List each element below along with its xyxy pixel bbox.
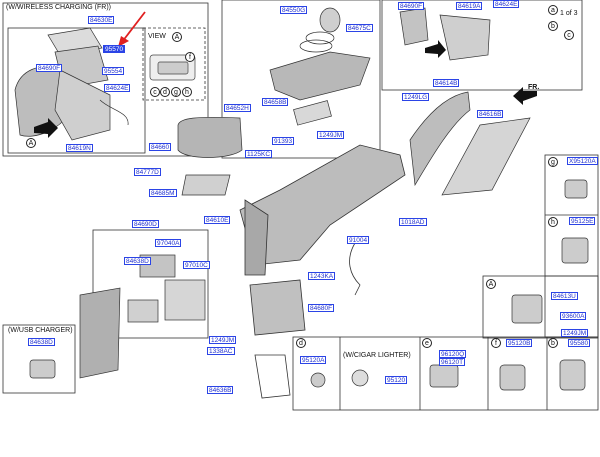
part-label[interactable]: 97040A (155, 239, 182, 247)
part-label[interactable]: 1249LG (402, 93, 430, 101)
part-label[interactable]: 95580 (568, 339, 591, 347)
part-label[interactable]: 84616B (477, 110, 504, 118)
callout-f2: f (491, 338, 501, 348)
part-label[interactable]: 84652H (224, 104, 251, 112)
part-label[interactable]: 84690D (132, 220, 159, 228)
part-label[interactable]: 84658B (262, 98, 289, 106)
front-caption: FR. (528, 84, 540, 91)
part-label[interactable]: 84614B (433, 79, 460, 87)
console-group-frame (92, 229, 209, 339)
part-label[interactable]: 84630E (88, 16, 115, 24)
part-label[interactable]: 93600A (560, 312, 587, 320)
part-label[interactable]: 95125E (569, 217, 596, 225)
part-label[interactable]: 84638D (28, 338, 55, 346)
part-label[interactable]: 84680F (308, 304, 335, 312)
callout-c-right: c (564, 30, 574, 40)
part-label[interactable]: 84624E (493, 0, 520, 8)
part-label[interactable]: 91393 (272, 137, 295, 145)
part-label[interactable]: 95120B (506, 339, 533, 347)
part-label[interactable]: 96120Q (439, 350, 467, 358)
callout-h2: h (548, 217, 558, 227)
part-label[interactable]: 97010C (183, 261, 210, 269)
callout-a2: A (486, 279, 496, 289)
part-label[interactable]: 1338AC (207, 347, 235, 355)
part-label[interactable]: 96120T (439, 358, 466, 366)
callout-c: c (150, 87, 160, 97)
callout-g: g (171, 87, 181, 97)
right-lower-frame (482, 275, 599, 339)
callout-f: f (185, 52, 195, 62)
part-label[interactable]: 1125KC (245, 150, 273, 158)
part-label[interactable]: 95120 (385, 376, 408, 384)
wireless-caption: (W/WIRELESS CHARGING (FR)) (6, 4, 111, 11)
callout-d2: d (296, 338, 306, 348)
cigar-caption: (W/CIGAR LIGHTER) (343, 352, 411, 359)
page-indicator: 1 of 3 (560, 10, 578, 17)
wire-harness (349, 242, 361, 296)
part-label[interactable]: 84613U (551, 292, 578, 300)
part-label[interactable]: 95120A (300, 356, 327, 364)
callout-e: e (422, 338, 432, 348)
part-label[interactable]: 84690F (36, 64, 63, 72)
right-frame (544, 154, 599, 338)
part-label[interactable]: 84550G (280, 6, 308, 14)
knob-panel-frame (221, 0, 381, 159)
part-label[interactable]: 84624E (104, 84, 131, 92)
part-label[interactable]: 84660 (149, 143, 172, 151)
part-label[interactable]: 84690F (398, 2, 425, 10)
part-label[interactable]: 84685M (149, 189, 177, 197)
callout-a-right: a (548, 5, 558, 15)
view-a-frame (142, 27, 206, 101)
part-label-highlighted[interactable]: 95570 (103, 45, 126, 53)
callout-b-right: b (548, 21, 558, 31)
callout-b: b (548, 338, 558, 348)
view-letter-callout: A (172, 32, 182, 42)
usb-panel-frame (2, 324, 76, 394)
part-label[interactable]: 84619A (456, 2, 483, 10)
part-label[interactable]: 84638D (124, 257, 151, 265)
part-label[interactable]: 84619N (66, 144, 93, 152)
part-label[interactable]: 1018AD (399, 218, 427, 226)
part-label[interactable]: 95554 (102, 67, 125, 75)
arrow-in-icon (34, 118, 58, 138)
part-label[interactable]: 1249JM (561, 329, 589, 337)
red-arrow-icon (118, 11, 146, 47)
arrow-in-top-icon (425, 40, 446, 58)
callout-h: h (182, 87, 192, 97)
callout-d: d (160, 87, 170, 97)
part-label[interactable]: 1249JM (317, 131, 345, 139)
callout-g2: g (548, 157, 558, 167)
part-label[interactable]: 1243KA (308, 272, 336, 280)
part-label[interactable]: 91004 (347, 236, 370, 244)
view-caption: VIEW (148, 33, 166, 40)
bottom-mid-frame (292, 336, 599, 411)
wireless-inner-frame (7, 27, 146, 154)
front-arrow-icon (513, 87, 537, 105)
part-label[interactable]: 84636B (207, 386, 234, 394)
wireless-panel-frame (2, 2, 209, 157)
part-label[interactable]: 84610E (204, 216, 231, 224)
part-label[interactable]: 1249JM (209, 336, 237, 344)
usb-caption: (W/USB CHARGER) (8, 327, 73, 334)
part-label[interactable]: X95120A (567, 157, 598, 165)
part-label[interactable]: 84777D (134, 168, 161, 176)
top-right-panel-frame (381, 0, 583, 91)
callout-a: A (26, 138, 36, 148)
part-label[interactable]: 84675C (346, 24, 373, 32)
